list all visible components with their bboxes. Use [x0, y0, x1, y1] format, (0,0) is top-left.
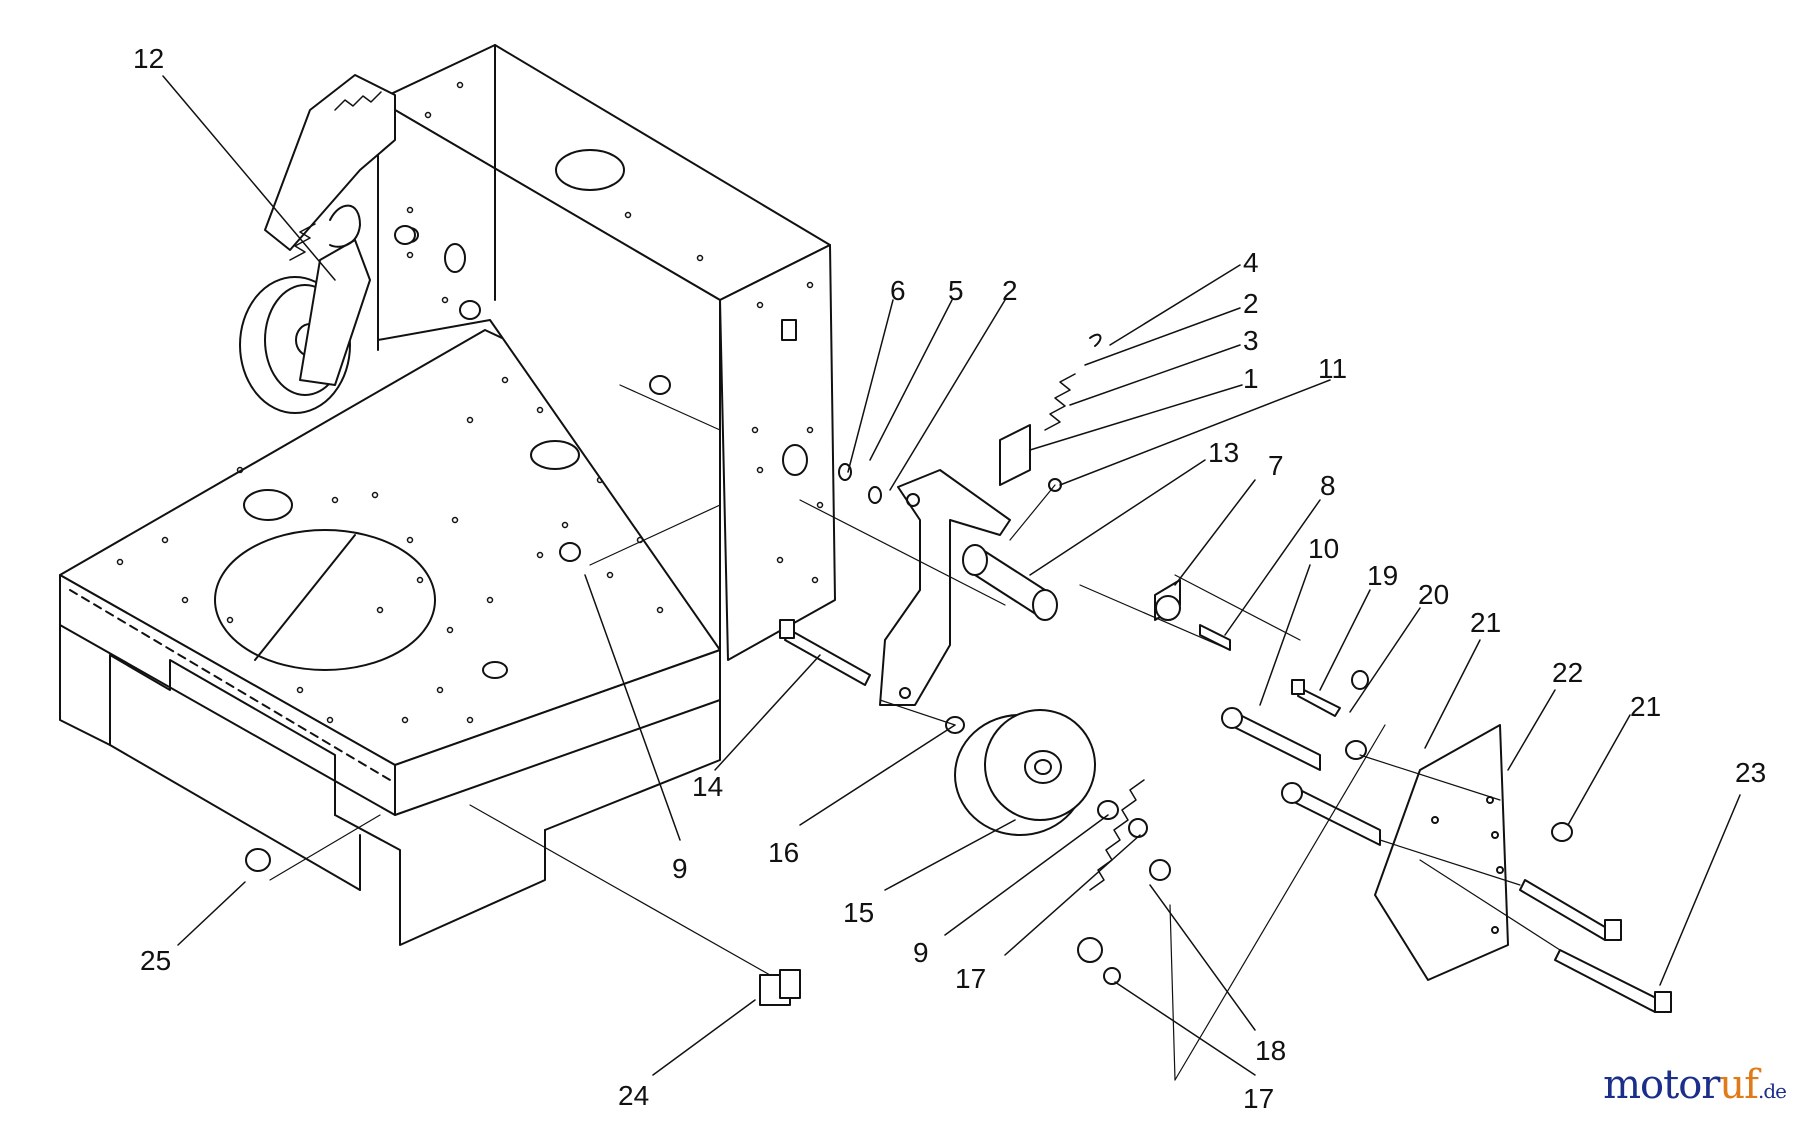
mount-plate	[1374, 724, 1509, 981]
callout-19: 19	[1367, 560, 1398, 591]
callout-15: 15	[843, 897, 874, 928]
callout-13: 13	[1208, 437, 1239, 468]
callout-3: 3	[1243, 325, 1259, 356]
upright-housing	[377, 44, 836, 661]
callout-10: 10	[1308, 533, 1339, 564]
tension-spring-lower	[1077, 779, 1171, 963]
callout-5: 5	[948, 275, 964, 306]
callout-7: 7	[1268, 450, 1284, 481]
callout-4: 4	[1243, 247, 1259, 278]
hardware-small	[245, 225, 1573, 985]
callout-21: 21	[1470, 607, 1501, 638]
callout-9: 9	[672, 853, 688, 884]
callout-14: 14	[692, 771, 723, 802]
watermark-logo: motoruf.de	[1603, 1062, 1787, 1108]
leader-lines	[162, 75, 1741, 1076]
callout-6: 6	[890, 275, 906, 306]
callout-24: 24	[618, 1080, 649, 1111]
watermark-accent: uf	[1719, 1062, 1759, 1108]
carriage-bolt	[1291, 679, 1341, 717]
callout-2: 2	[1002, 275, 1018, 306]
flange-bolt	[759, 969, 801, 1006]
callout-8: 8	[1320, 470, 1336, 501]
callout-12: 12	[133, 43, 164, 74]
callout-2b: 2	[1243, 288, 1259, 319]
callout-20: 20	[1418, 579, 1449, 610]
watermark-suffix: .de	[1758, 1079, 1787, 1103]
tension-spring-upper	[999, 333, 1102, 486]
callout-9b: 9	[913, 937, 929, 968]
callout-21b: 21	[1630, 691, 1661, 722]
base-frame	[59, 329, 721, 946]
callout-22: 22	[1552, 657, 1583, 688]
watermark-main: motor	[1603, 1062, 1720, 1108]
callout-16: 16	[768, 837, 799, 868]
idler-arm	[879, 469, 1058, 706]
callout-1: 1	[1243, 363, 1259, 394]
callout-17: 17	[955, 963, 986, 994]
idler-pulley-assembly	[239, 74, 396, 414]
callout-18: 18	[1255, 1035, 1286, 1066]
main-pulley	[954, 709, 1096, 836]
pivot-bolt	[779, 619, 871, 686]
callout-23: 23	[1735, 757, 1766, 788]
bushings	[1154, 579, 1381, 846]
callout-25: 25	[140, 945, 171, 976]
callout-labels: 12 6 5 2 4 2 3 1 11 13 7 8 10 19 20 21 2…	[133, 43, 1766, 1114]
alignment-lines	[269, 384, 1561, 1081]
long-bolts	[1519, 879, 1672, 1013]
callout-17b: 17	[1243, 1083, 1274, 1114]
callout-11: 11	[1318, 353, 1347, 384]
